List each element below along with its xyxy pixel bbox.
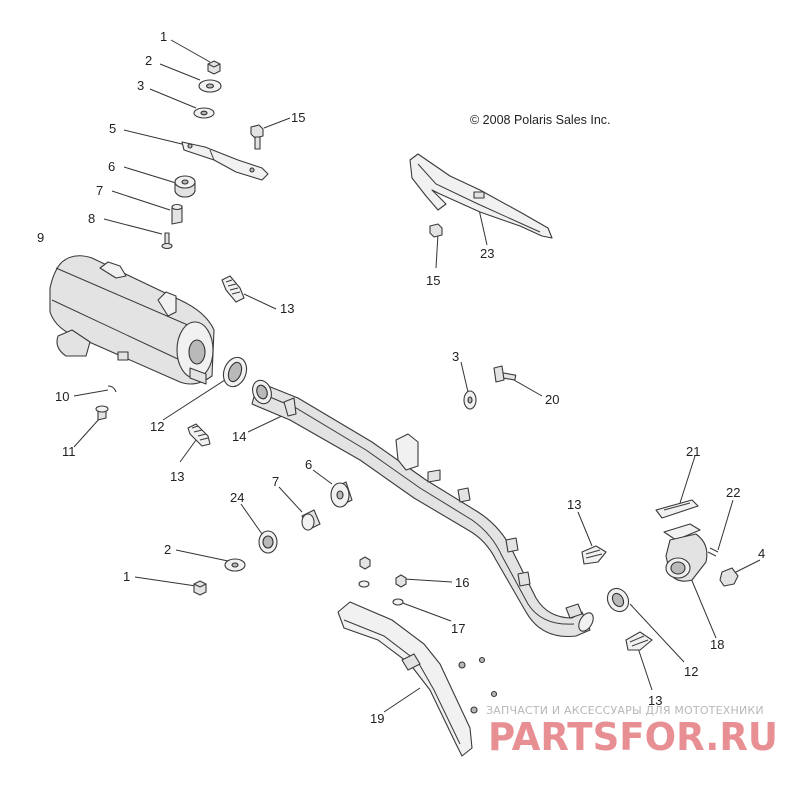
callout-18: 18 xyxy=(710,637,724,652)
callout-4: 4 xyxy=(758,546,765,561)
callout-13: 13 xyxy=(567,497,581,512)
callout-17: 17 xyxy=(451,621,465,636)
part-15-bolt-lower xyxy=(429,223,443,238)
callout-7: 7 xyxy=(96,183,103,198)
part-1-nut-lower xyxy=(193,580,207,596)
callout-numbers: 1 2 3 5 6 7 8 9 10 11 12 13 13 14 15 15 … xyxy=(37,29,765,726)
callout-16: 16 xyxy=(455,575,469,590)
part-5-bracket xyxy=(181,141,269,181)
part-18-exhaust-flange xyxy=(663,523,708,582)
part-22-spring-small xyxy=(707,547,719,557)
part-7-sleeve-lower xyxy=(301,509,321,531)
callout-14: 14 xyxy=(232,429,246,444)
part-19-lower-heat-shield xyxy=(337,601,498,757)
callout-6: 6 xyxy=(108,159,115,174)
callout-21: 21 xyxy=(686,444,700,459)
part-9-muffler xyxy=(49,255,215,385)
watermark-subtitle: ЗАПЧАСТИ И АКСЕССУАРЫ ДЛЯ МОТОТЕХНИКИ xyxy=(486,704,764,717)
part-21-gasket xyxy=(655,499,699,519)
part-4-nut xyxy=(719,567,739,587)
callout-24: 24 xyxy=(230,490,244,505)
callout-1: 1 xyxy=(123,569,130,584)
callout-19: 19 xyxy=(370,711,384,726)
part-24-gasket xyxy=(258,530,278,554)
callout-7: 7 xyxy=(272,474,279,489)
callout-20: 20 xyxy=(545,392,559,407)
callout-15: 15 xyxy=(426,273,440,288)
leader-lines xyxy=(73,39,761,713)
part-1-nut-top xyxy=(207,60,221,75)
watermark-logo: PARTSFOR.RU xyxy=(488,715,778,759)
callout-2: 2 xyxy=(145,53,152,68)
callout-3: 3 xyxy=(137,78,144,93)
part-14-head-pipe xyxy=(251,379,594,638)
callout-6: 6 xyxy=(305,457,312,472)
part-6-grommet-lower xyxy=(330,481,353,508)
part-3-washer-mid xyxy=(463,390,477,410)
callout-5: 5 xyxy=(109,121,116,136)
callout-9: 9 xyxy=(37,230,44,245)
part-12-gasket-right xyxy=(606,587,630,613)
callout-23: 23 xyxy=(480,246,494,261)
part-13-spring-lower xyxy=(625,631,653,651)
callout-1: 1 xyxy=(160,29,167,44)
callout-8: 8 xyxy=(88,211,95,226)
callout-2: 2 xyxy=(164,542,171,557)
part-12-gasket-left xyxy=(222,356,248,388)
callout-3: 3 xyxy=(452,349,459,364)
callout-11: 11 xyxy=(62,444,76,459)
part-13-spring-mid xyxy=(581,545,607,565)
callout-13: 13 xyxy=(648,693,662,708)
part-6-grommet-upper xyxy=(174,175,196,198)
part-8-screw-upper xyxy=(161,232,173,250)
part-20-bolt xyxy=(493,365,517,383)
copyright-text: © 2008 Polaris Sales Inc. xyxy=(470,113,611,127)
part-7-sleeve-upper xyxy=(171,203,183,225)
part-16-nut xyxy=(359,556,407,588)
callout-13: 13 xyxy=(170,469,184,484)
watermark: ЗАПЧАСТИ И АКСЕССУАРЫ ДЛЯ МОТОТЕХНИКИ PA… xyxy=(486,704,778,759)
callout-12: 12 xyxy=(150,419,164,434)
callout-12: 12 xyxy=(684,664,698,679)
part-11-clip xyxy=(95,405,109,421)
callout-22: 22 xyxy=(726,485,740,500)
part-17-washer xyxy=(358,580,404,606)
part-23-heat-shield xyxy=(409,153,553,239)
part-13-spring-left xyxy=(187,423,211,447)
callout-10: 10 xyxy=(55,389,69,404)
part-15-bolt-upper xyxy=(250,124,264,150)
part-10-pin xyxy=(107,385,117,393)
part-2-washer-top xyxy=(198,79,222,93)
callout-15: 15 xyxy=(291,110,305,125)
part-3-washer-top xyxy=(193,107,215,119)
part-13-spring-upper xyxy=(221,275,245,303)
callout-13: 13 xyxy=(280,301,294,316)
part-2-washer-lower xyxy=(224,558,246,572)
